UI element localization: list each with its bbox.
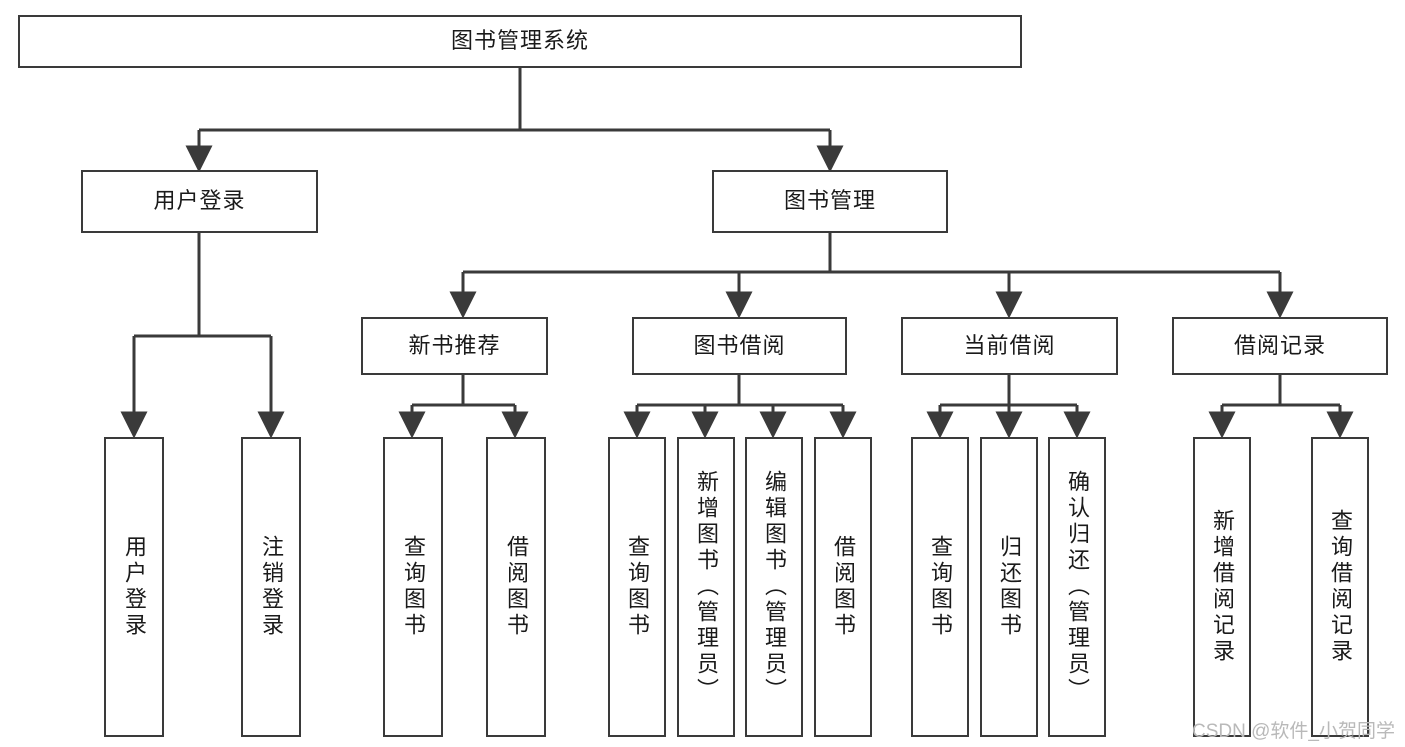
leaf-query-borrow-record[interactable]: 查询借阅记录: [1311, 437, 1369, 737]
node-book-borrow-label: 图书借阅: [693, 332, 786, 358]
leaf-borrow-book-newbook[interactable]: 借阅图书: [486, 437, 546, 737]
node-book-management-label: 图书管理: [783, 188, 876, 214]
leaf-borrow-book-newbook-label: 借阅图书: [504, 535, 529, 639]
leaf-query-book-current[interactable]: 查询图书: [911, 437, 969, 737]
leaf-query-book-borrow[interactable]: 查询图书: [608, 437, 666, 737]
node-book-management[interactable]: 图书管理: [712, 170, 948, 233]
leaf-query-book-current-label: 查询图书: [928, 535, 953, 639]
leaf-add-borrow-record[interactable]: 新增借阅记录: [1193, 437, 1251, 737]
leaf-query-book-borrow-label: 查询图书: [625, 535, 650, 639]
node-new-book-recommend-label: 新书推荐: [408, 332, 501, 358]
leaf-query-borrow-record-label: 查询借阅记录: [1328, 509, 1353, 665]
leaf-user-login[interactable]: 用户登录: [104, 437, 164, 737]
leaf-query-book-newbook-label: 查询图书: [401, 535, 426, 639]
node-current-borrow-label: 当前借阅: [963, 332, 1056, 358]
leaf-borrow-book[interactable]: 借阅图书: [814, 437, 872, 737]
node-root[interactable]: 图书管理系统: [18, 15, 1022, 68]
leaf-user-login-label: 用户登录: [122, 535, 147, 639]
node-root-label: 图书管理系统: [450, 28, 589, 54]
leaf-return-book-label: 归还图书: [997, 535, 1022, 639]
node-borrow-record[interactable]: 借阅记录: [1172, 317, 1388, 375]
node-borrow-record-label: 借阅记录: [1233, 332, 1326, 358]
leaf-confirm-return-admin[interactable]: 确认归还（管理员）: [1048, 437, 1106, 737]
node-user-login[interactable]: 用户登录: [81, 170, 318, 233]
node-user-login-label: 用户登录: [153, 188, 246, 214]
leaf-confirm-return-admin-label: 确认归还（管理员）: [1065, 470, 1090, 704]
leaf-edit-book-admin-label: 编辑图书（管理员）: [762, 470, 787, 704]
node-new-book-recommend[interactable]: 新书推荐: [361, 317, 548, 375]
leaf-logout-label: 注销登录: [259, 535, 284, 639]
leaf-logout[interactable]: 注销登录: [241, 437, 301, 737]
leaf-query-book-newbook[interactable]: 查询图书: [383, 437, 443, 737]
node-book-borrow[interactable]: 图书借阅: [632, 317, 847, 375]
node-current-borrow[interactable]: 当前借阅: [901, 317, 1118, 375]
leaf-borrow-book-label: 借阅图书: [831, 535, 856, 639]
leaf-edit-book-admin[interactable]: 编辑图书（管理员）: [745, 437, 803, 737]
leaf-add-book-admin[interactable]: 新增图书（管理员）: [677, 437, 735, 737]
watermark: CSDN @软件_小贺同学: [1192, 721, 1395, 742]
leaf-return-book[interactable]: 归还图书: [980, 437, 1038, 737]
leaf-add-borrow-record-label: 新增借阅记录: [1210, 509, 1235, 665]
leaf-add-book-admin-label: 新增图书（管理员）: [694, 470, 719, 704]
